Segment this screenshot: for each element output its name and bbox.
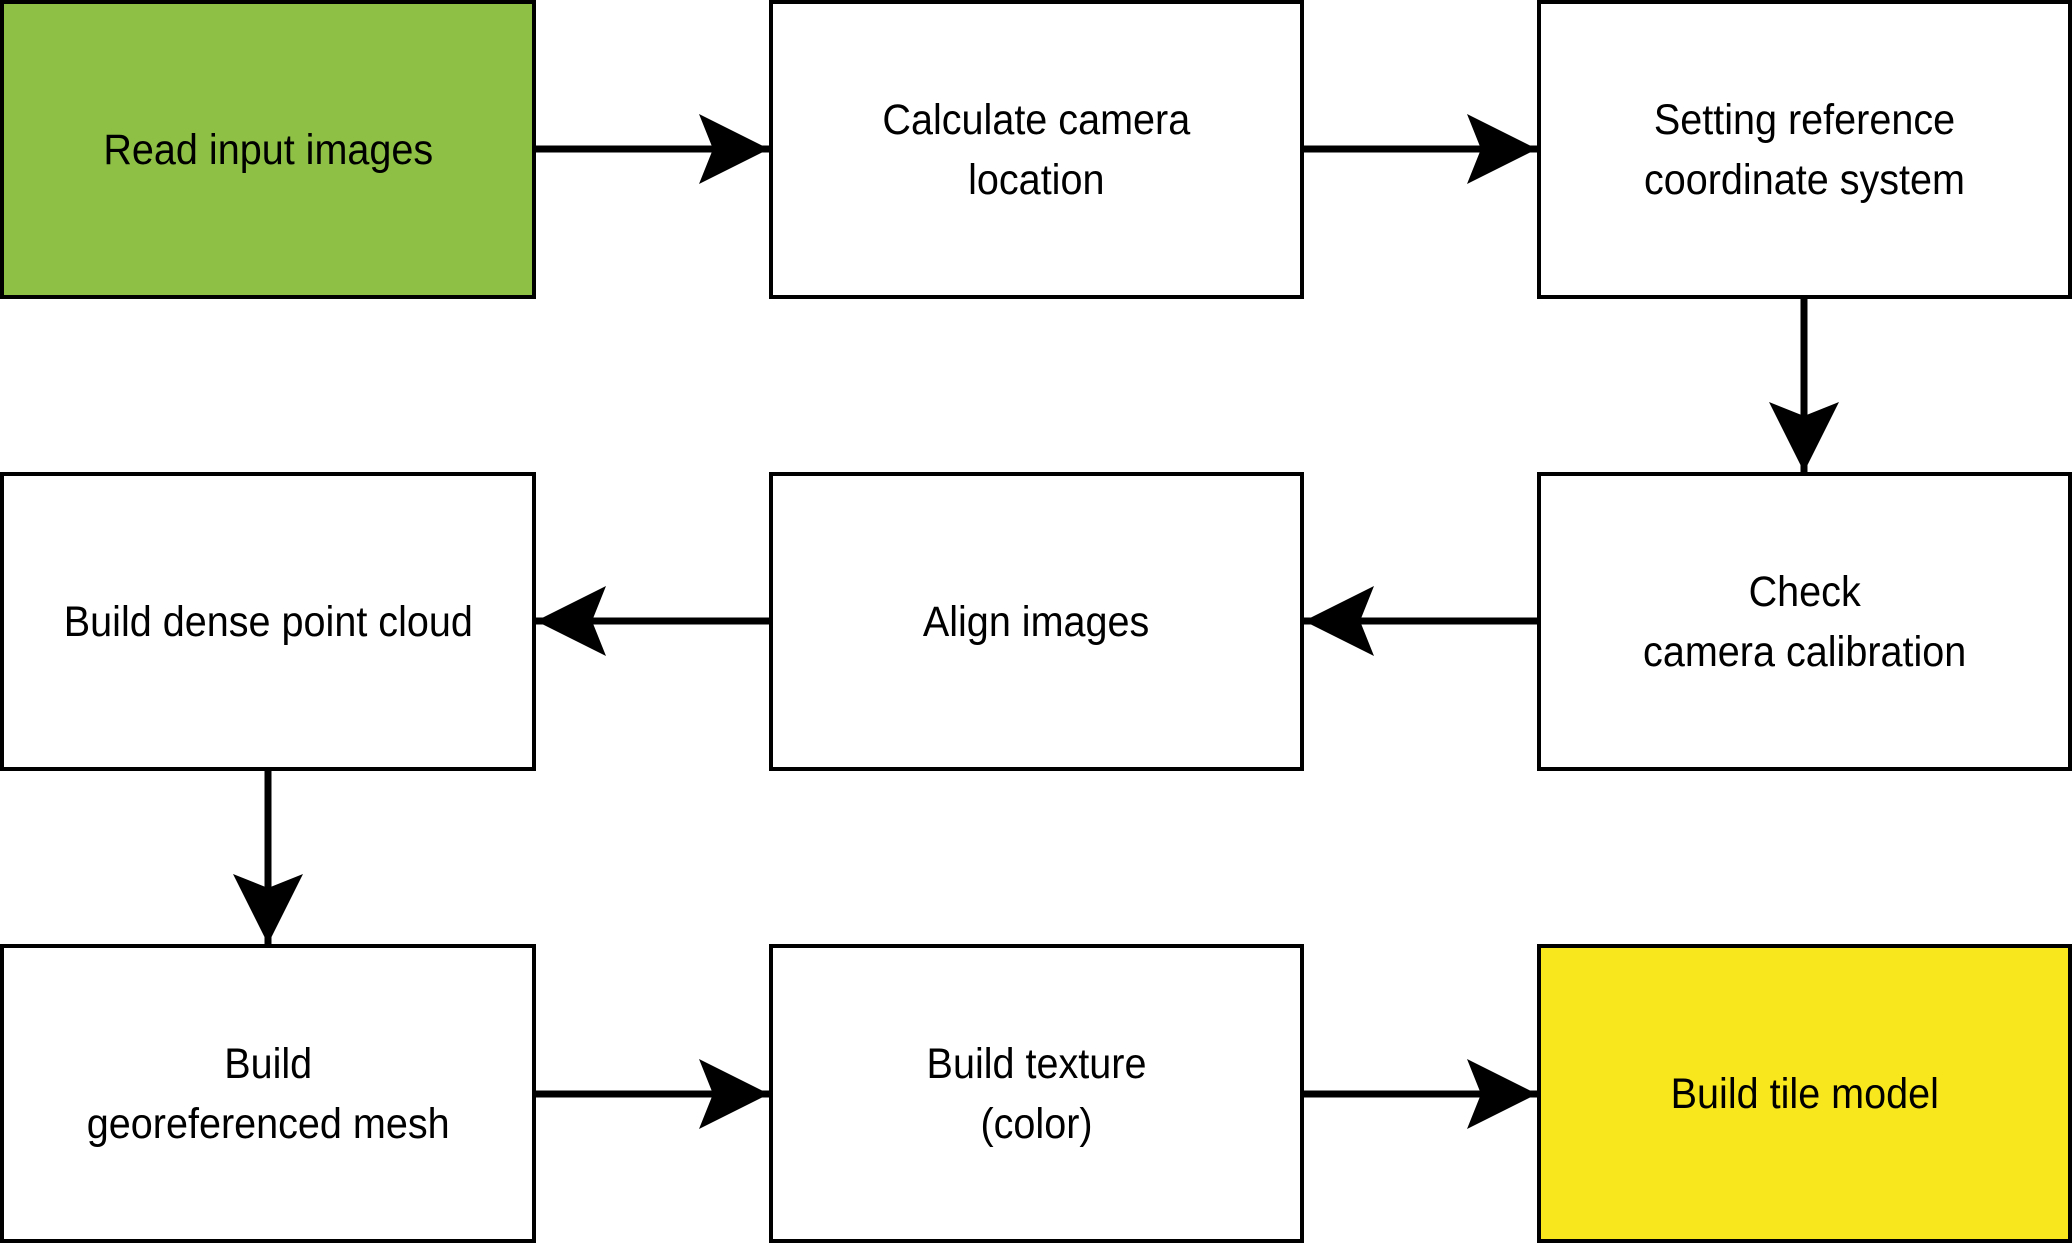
step-align-images: Align images — [769, 472, 1304, 771]
step-setting-reference-coordinate-system: Setting reference coordinate system — [1537, 0, 2072, 299]
step-check-camera-calibration: Check camera calibration — [1537, 472, 2072, 771]
step-calculate-camera-location: Calculate camera location — [769, 0, 1304, 299]
step-build-dense-point-cloud: Build dense point cloud — [0, 472, 536, 771]
step-label: Build georeferenced mesh — [86, 1039, 450, 1148]
step-build-tile-model: Build tile model — [1537, 944, 2072, 1243]
step-label: Check camera calibration — [1642, 567, 1967, 676]
step-build-georeferenced-mesh: Build georeferenced mesh — [0, 944, 536, 1243]
step-build-texture: Build texture (color) — [769, 944, 1304, 1243]
step-label: Build dense point cloud — [63, 597, 473, 646]
step-label: Read input images — [103, 125, 433, 174]
step-label: Build tile model — [1670, 1069, 1939, 1118]
step-label: Build texture (color) — [926, 1039, 1147, 1148]
step-label: Align images — [923, 597, 1150, 646]
step-read-input-images: Read input images — [0, 0, 536, 299]
step-label: Setting reference coordinate system — [1643, 95, 1966, 204]
step-label: Calculate camera location — [882, 95, 1191, 204]
